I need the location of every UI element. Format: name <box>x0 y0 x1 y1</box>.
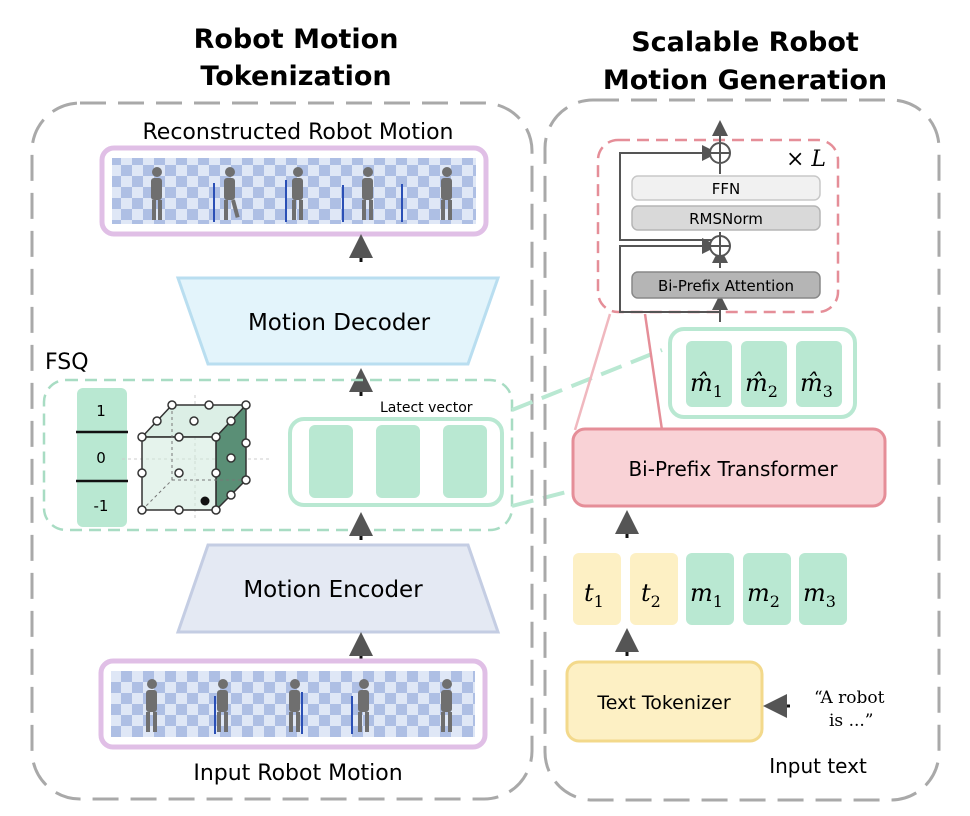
fsq-value: 1 <box>96 402 106 420</box>
input-motion-label: Input Robot Motion <box>193 761 402 786</box>
fsq-value: -1 <box>94 497 109 515</box>
input-text-label: Input text <box>769 754 867 778</box>
robot-frame <box>401 167 452 222</box>
left-dashed-container <box>30 101 534 801</box>
robot-frame <box>214 679 228 734</box>
robot-frame <box>351 679 369 734</box>
residual-add-icon <box>709 142 731 164</box>
ffn-block <box>631 175 821 201</box>
left-panel: Robot Motion Tokenization Reconstructed … <box>30 24 534 801</box>
transformer-block-detail: × L FFN RMSNorm Bi <box>596 120 840 322</box>
connector-dashed <box>511 488 575 508</box>
residual-add-icon <box>709 235 731 257</box>
svg-text:m2: m2 <box>747 579 780 611</box>
robot-frame <box>146 679 157 732</box>
repeat-label: × L <box>786 147 826 172</box>
latent-vector <box>288 417 504 507</box>
input-token-row: t1 t2 m1 m2 m3 <box>573 553 847 625</box>
svg-text:m̂1: m̂1 <box>690 369 723 401</box>
left-title-line2: Tokenization <box>200 61 391 92</box>
robot-frame <box>441 679 452 732</box>
text-tokenizer-label: Text Tokenizer <box>596 692 730 714</box>
fsq-dashed-region <box>42 378 514 532</box>
connector-dashed <box>511 348 663 412</box>
output-token: m̂3 <box>796 341 842 407</box>
text-tokenizer-block <box>565 660 764 743</box>
robot-frame <box>289 679 303 734</box>
motion-encoder-label: Motion Encoder <box>243 577 423 603</box>
zoom-line <box>643 313 664 431</box>
svg-text:t2: t2 <box>641 579 661 611</box>
input-text-quote-line1: “A robot <box>814 688 885 708</box>
latent-vector-label: Latect vector <box>380 400 473 416</box>
svg-text:m3: m3 <box>803 579 836 611</box>
text-token: t2 <box>630 553 678 625</box>
reconstructed-motion-label: Reconstructed Robot Motion <box>142 120 453 145</box>
right-dashed-container <box>543 98 941 802</box>
bi-prefix-transformer-label: Bi-Prefix Transformer <box>628 457 838 481</box>
motion-token: m3 <box>799 553 847 625</box>
svg-text:m1: m1 <box>690 579 723 611</box>
robot-frame <box>213 167 240 222</box>
motion-token: m1 <box>686 553 734 625</box>
motion-decoder-block <box>175 276 501 366</box>
reconstructed-motion-strip <box>99 145 489 237</box>
left-title-line1: Robot Motion <box>194 24 399 55</box>
motion-encoder-block <box>175 543 501 634</box>
fsq-value-column: 1 0 -1 <box>76 388 128 527</box>
fsq-value: 0 <box>96 449 106 467</box>
attention-label: Bi-Prefix Attention <box>658 277 794 295</box>
output-token-group: m̂1 m̂2 m̂3 <box>668 327 857 419</box>
latent-cell <box>443 425 487 498</box>
right-panel: Scalable Robot Motion Generation × L <box>543 27 941 802</box>
latent-cell <box>309 425 353 498</box>
text-token: t1 <box>573 553 621 625</box>
svg-text:m̂3: m̂3 <box>800 369 833 401</box>
attention-block <box>631 271 821 299</box>
ffn-label: FFN <box>712 180 740 198</box>
right-title-line1: Scalable Robot <box>631 27 859 58</box>
motion-token: m2 <box>743 553 791 625</box>
latent-cell <box>376 425 420 498</box>
robot-frame <box>342 167 373 222</box>
input-motion-strip <box>98 658 488 750</box>
svg-text:m̂2: m̂2 <box>745 369 778 401</box>
rmsnorm-label: RMSNorm <box>689 210 763 228</box>
fsq-label: FSQ <box>45 350 89 375</box>
output-token: m̂1 <box>686 341 732 407</box>
quantization-cube <box>122 395 272 520</box>
right-title-line2: Motion Generation <box>603 65 887 96</box>
motion-decoder-label: Motion Decoder <box>248 310 431 336</box>
zoom-line <box>573 313 612 431</box>
rmsnorm-block <box>631 205 821 231</box>
output-token: m̂2 <box>741 341 787 407</box>
bi-prefix-transformer-block <box>571 427 887 508</box>
robot-frame <box>285 167 303 222</box>
svg-text:t1: t1 <box>584 579 604 611</box>
input-text-quote-line2: is ...” <box>829 711 873 731</box>
robot-frame <box>151 167 162 220</box>
